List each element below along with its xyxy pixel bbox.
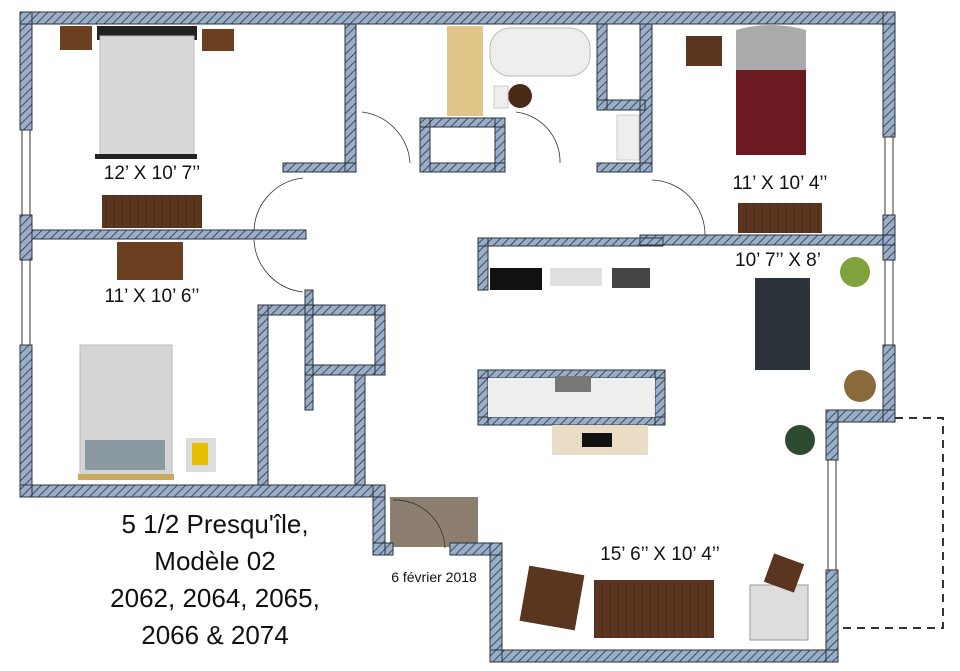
stool [508,84,532,108]
fridge [612,268,650,288]
bed-footboard [95,154,197,159]
title-line-4: 2066 & 2074 [141,620,289,650]
plant-2 [844,370,876,402]
toilet [493,85,509,109]
nightstand [686,36,722,66]
windows [21,129,894,571]
plant-3 [785,425,815,455]
bedroom-3-furniture [686,25,822,233]
plan-date: 6 février 2018 [391,569,477,585]
chair [763,553,805,593]
vanity-counter [447,26,483,116]
nightstand-right [202,29,234,51]
lamp [192,443,208,465]
plant-1 [840,257,870,287]
dresser [102,195,202,228]
sofa [594,580,714,638]
bed [99,35,195,159]
room-dimensions-bedroom-3: 11’ X 10’ 4’’ [732,173,828,194]
dresser [738,203,822,233]
dining-table [755,278,810,370]
plan-title: 5 1/2 Presqu'île, Modèle 02 2062, 2064, … [110,506,320,654]
sink-counter [550,268,602,286]
bed-pillow [736,25,806,70]
bathroom-fixtures [447,26,640,161]
bathtub [489,27,591,77]
coffee-table [582,433,612,447]
tv-stand [749,584,809,641]
dining-furniture [755,257,876,455]
room-dimensions-dining: 10’ 7’’ X 8’ [735,250,821,271]
desk [117,242,183,280]
bedroom-2-furniture [78,242,216,480]
sink [616,114,640,161]
stove [490,268,542,290]
title-line-2: Modèle 02 [154,546,276,576]
title-line-1: 5 1/2 Presqu'île, [121,509,309,539]
nightstand-left [60,26,92,50]
island-sink [555,376,591,392]
walls [19,11,896,663]
room-dimensions-living-room: 15’ 6’’ X 10’ 4’’ [600,544,720,565]
living-room-furniture [519,553,809,641]
kitchen-furniture [488,268,655,455]
title-line-3: 2062, 2064, 2065, [110,583,320,613]
door-swings [253,111,706,549]
armchair [519,565,585,631]
balcony-outline [838,417,944,629]
bed-frame [78,474,174,480]
entrance-tile [390,497,478,547]
pillows [85,440,165,470]
room-dimensions-bedroom-2: 11’ X 10’ 6’’ [104,286,200,307]
master-bedroom-furniture [60,26,234,228]
room-dimensions-master-bedroom: 12’ X 10’ 7’’ [103,163,201,184]
